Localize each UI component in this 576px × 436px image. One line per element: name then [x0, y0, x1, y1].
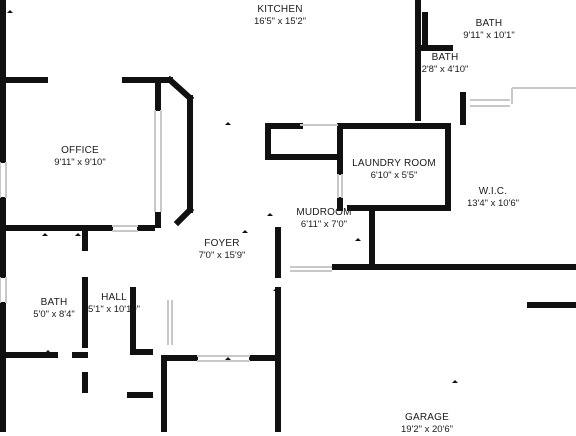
room-label-hall: HALL 5'1" x 10'10": [88, 292, 140, 316]
room-label-bath-small: BATH 2'8" x 4'10": [422, 52, 469, 76]
room-label-mudroom: MUDROOM 6'11" x 7'0": [296, 207, 351, 231]
room-dimensions: 6'10" x 5'5": [370, 170, 418, 181]
room-dimensions: 19'2" x 20'6": [400, 424, 454, 435]
room-label-garage: GARAGE 19'2" x 20'6": [401, 412, 453, 436]
room-label-bath-hall: BATH 5'0" x 8'4": [33, 297, 75, 321]
room-name: LAUNDRY ROOM: [352, 158, 436, 169]
room-name: BATH: [475, 18, 503, 29]
room-label-foyer: FOYER 7'0" x 15'9": [199, 238, 246, 262]
room-label-bath-main: BATH 9'11" x 10'1": [463, 18, 514, 42]
room-dimensions: 6'11" x 7'0": [300, 219, 348, 230]
room-name: MUDROOM: [296, 207, 352, 218]
room-label-kitchen: KITCHEN 16'5" x 15'2": [254, 4, 306, 28]
room-name: FOYER: [204, 238, 240, 249]
room-dimensions: 2'8" x 4'10": [421, 64, 469, 75]
room-dimensions: 7'0" x 15'9": [198, 250, 246, 261]
door-markers: [7, 10, 458, 383]
room-name: KITCHEN: [257, 4, 303, 15]
room-dimensions: 13'4" x 10'6": [466, 198, 520, 209]
room-dimensions: 9'11" x 9'10": [54, 157, 106, 168]
room-name: BATH: [431, 52, 459, 63]
room-label-laundry: LAUNDRY ROOM 6'10" x 5'5": [352, 158, 436, 182]
room-name: BATH: [40, 297, 68, 308]
room-dimensions: 9'11" x 10'1": [463, 30, 515, 41]
room-label-wic: W.I.C. 13'4" x 10'6": [467, 186, 519, 210]
room-name: GARAGE: [404, 412, 449, 423]
room-dimensions: 5'0" x 8'4": [33, 309, 75, 320]
room-dimensions: 16'5" x 15'2": [253, 16, 307, 27]
room-dimensions: 5'1" x 10'10": [87, 304, 141, 315]
room-name: HALL: [101, 292, 127, 303]
windows: [0, 87, 576, 362]
room-label-office: OFFICE 9'11" x 9'10": [54, 145, 105, 169]
room-name: OFFICE: [61, 145, 99, 156]
room-name: W.I.C.: [478, 186, 508, 197]
